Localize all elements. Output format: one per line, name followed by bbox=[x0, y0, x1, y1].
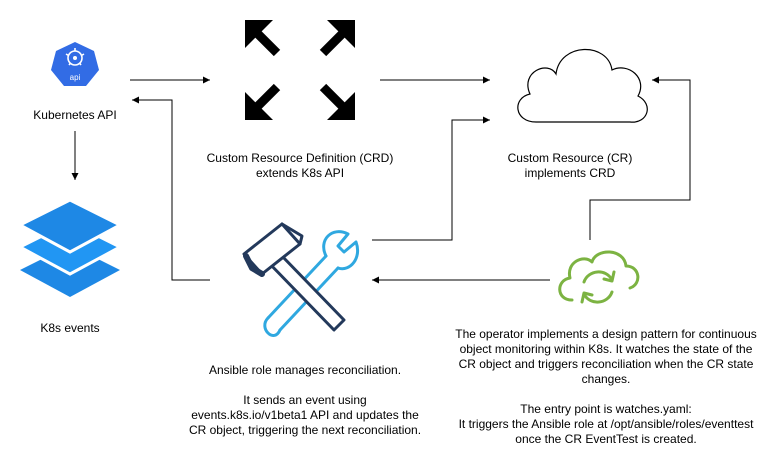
crd-label: Custom Resource Definition (CRD) extends… bbox=[206, 151, 394, 180]
k8s-events-label: K8s events bbox=[40, 321, 100, 335]
cloud-icon bbox=[517, 48, 648, 123]
kubernetes-api-icon: api bbox=[51, 42, 99, 86]
arrow-operator-to-cr bbox=[589, 76, 691, 240]
operator-label: The operator implements a design pattern… bbox=[455, 327, 757, 446]
arrow-ansible-to-k8s-api bbox=[132, 96, 210, 281]
hammer-wrench-icon bbox=[242, 222, 359, 337]
cr-label: Custom Resource (CR) implements CRD bbox=[507, 151, 633, 180]
api-badge-text: api bbox=[70, 73, 81, 82]
stacked-layers-icon bbox=[16, 198, 124, 297]
ansible-role-label: Ansible role manages reconciliation. It … bbox=[188, 363, 422, 437]
arrow-ansible-to-cr bbox=[372, 116, 490, 241]
kubernetes-api-label: Kubernetes API bbox=[33, 108, 117, 122]
expand-arrows-icon bbox=[245, 20, 355, 120]
cloud-sync-icon bbox=[558, 250, 640, 304]
